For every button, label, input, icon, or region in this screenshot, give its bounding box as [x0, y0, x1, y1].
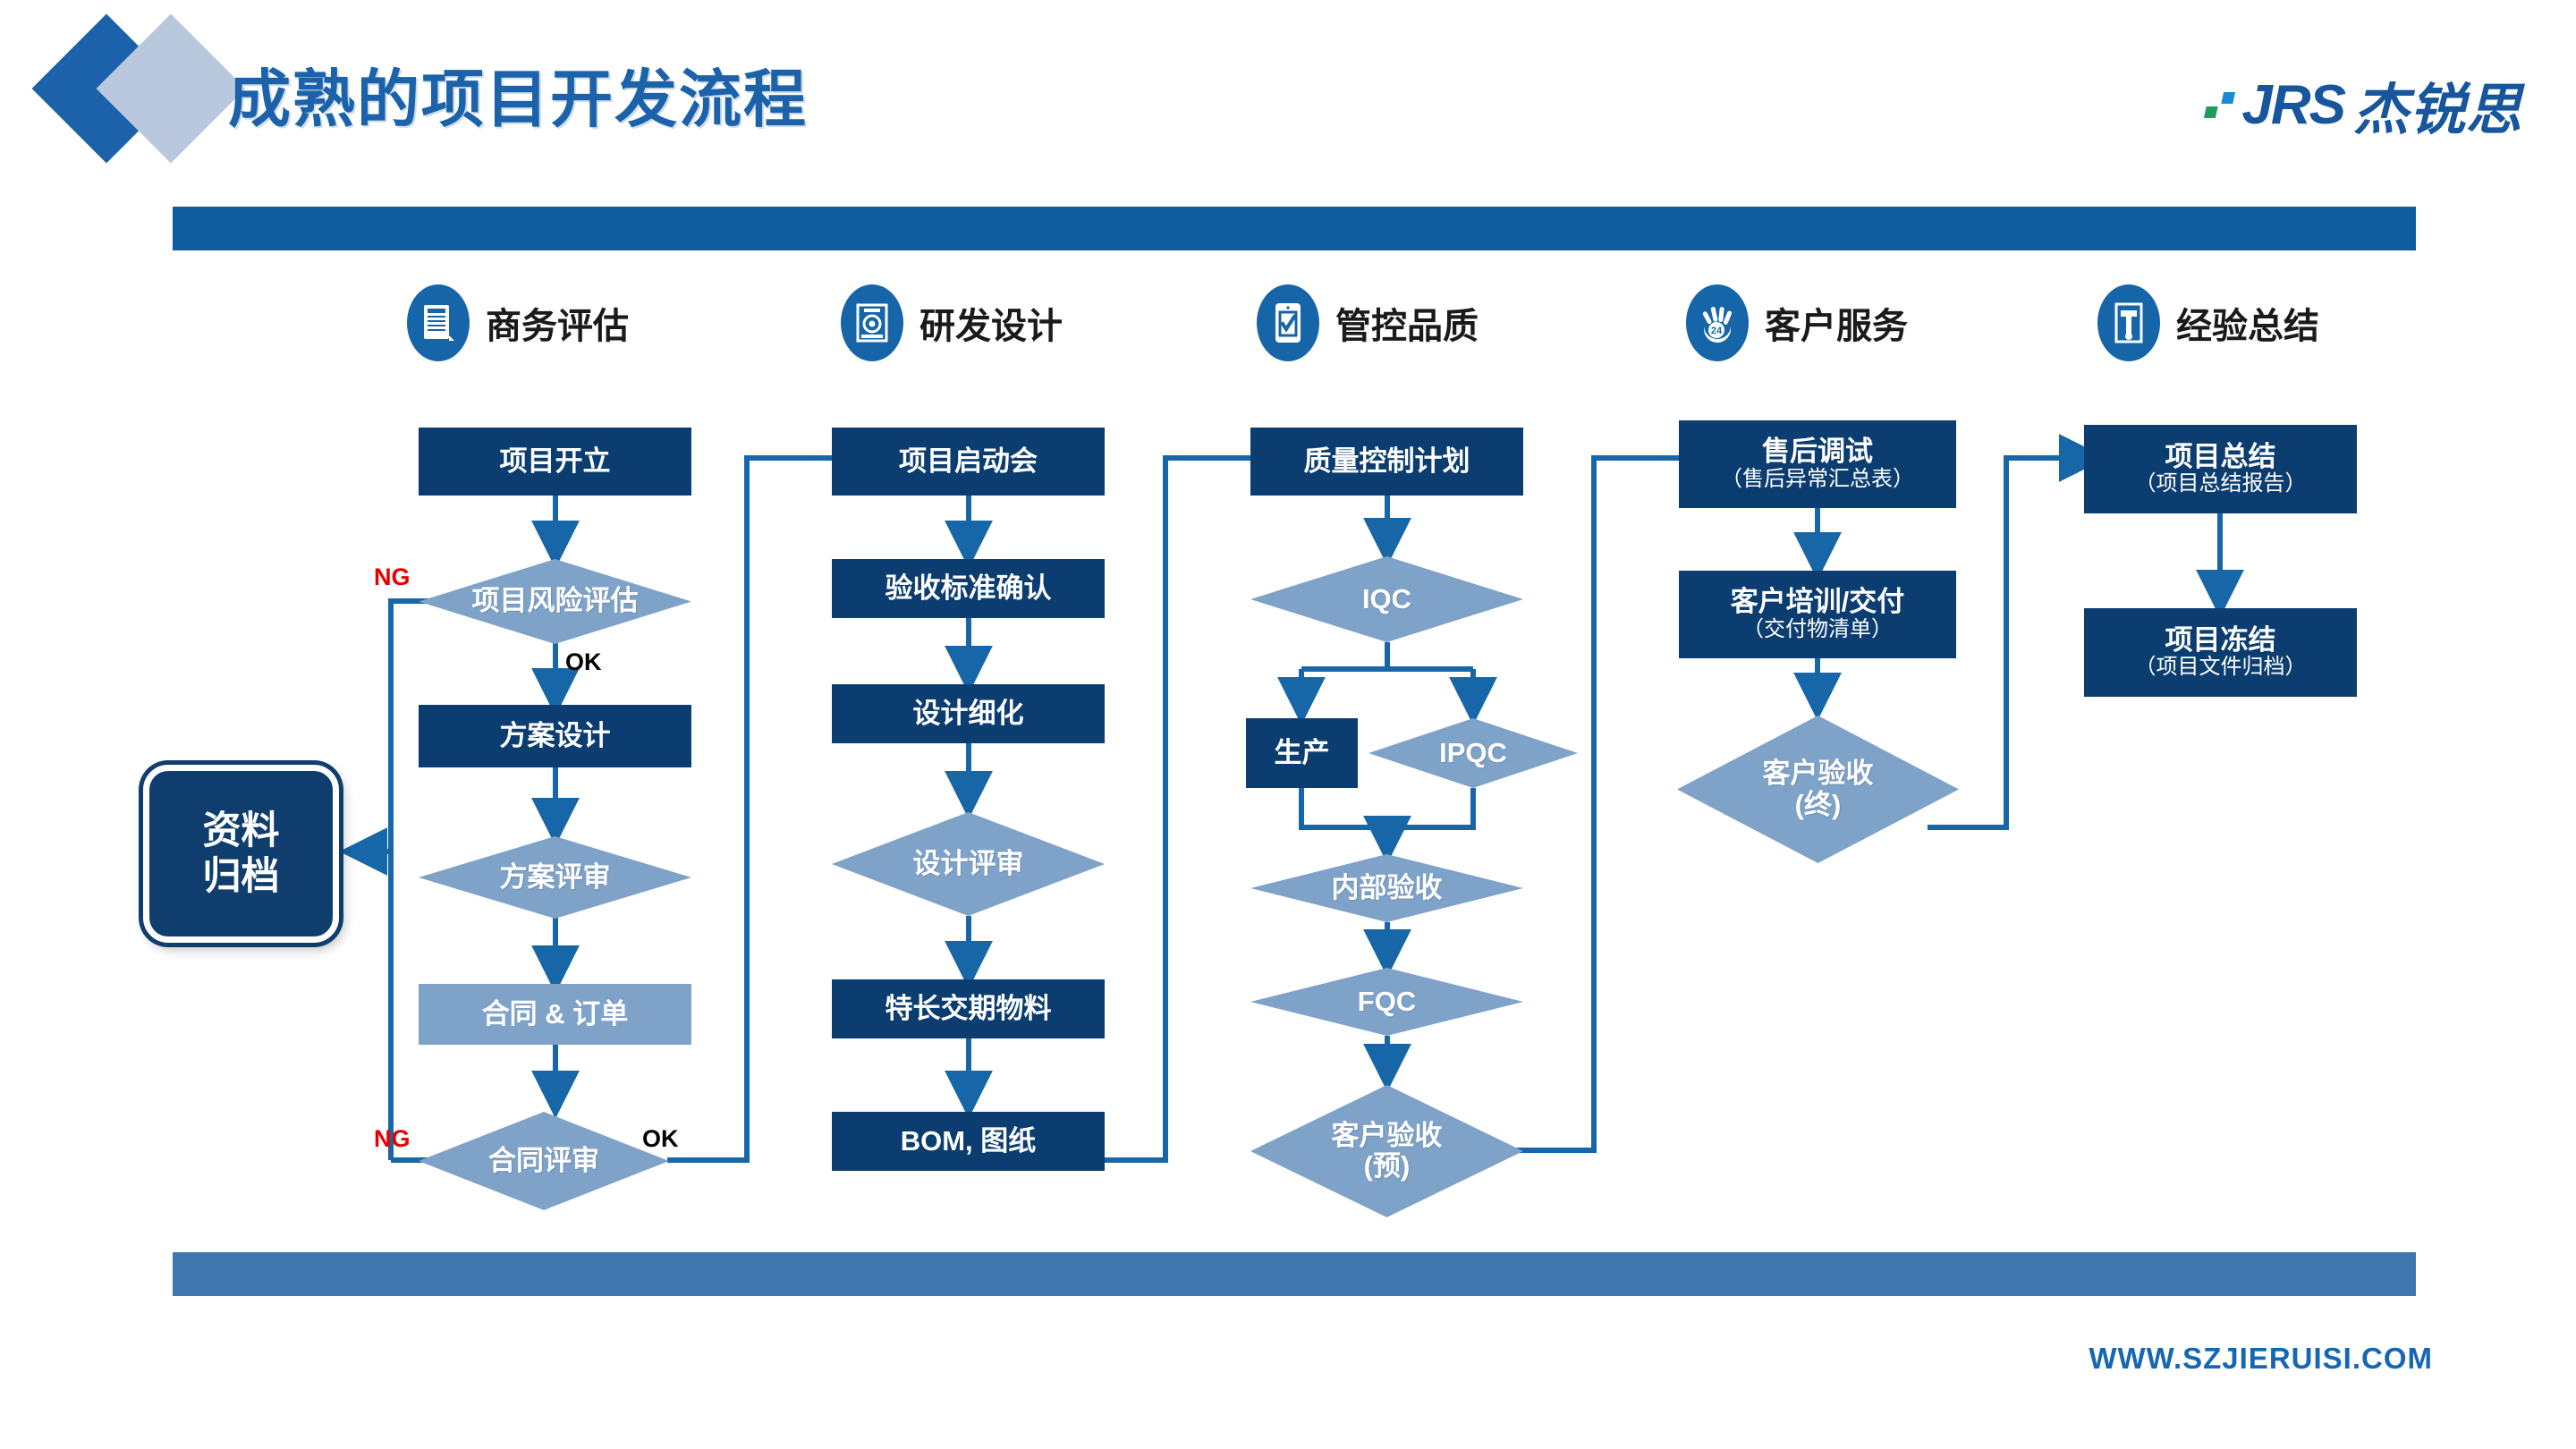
- node-sublabel: （售后异常汇总表）: [1721, 466, 1914, 491]
- node-internal-acceptance[interactable]: 内部验收: [1250, 854, 1523, 922]
- node-label: 项目冻结: [2165, 623, 2276, 656]
- footer-divider-bar: [173, 1252, 2416, 1296]
- document-list-icon: [407, 284, 470, 361]
- edge-label-risk-ng: NG: [374, 564, 411, 590]
- node-label: IQC: [1361, 582, 1412, 614]
- node-bom-drawing[interactable]: BOM, 图纸: [832, 1112, 1105, 1171]
- column-header-label: 经验总结: [2176, 307, 2319, 346]
- archive-line-2: 归档: [202, 854, 280, 898]
- column-header-summary: 经验总结: [2097, 284, 2319, 361]
- node-ipqc[interactable]: IPQC: [1368, 718, 1578, 788]
- node-label: 客户验收: [1762, 758, 1874, 790]
- column-header-business: 商务评估: [407, 284, 629, 361]
- drawing-gear-icon: [841, 284, 903, 361]
- node-label: 项目风险评估: [471, 585, 639, 617]
- brand-mark-text: JRS: [2241, 73, 2346, 136]
- node-quality-control-plan[interactable]: 质量控制计划: [1250, 428, 1523, 496]
- edge-label-risk-ok: OK: [565, 648, 602, 675]
- website-url: WWW.SZJIERUISI.COM: [2089, 1342, 2433, 1375]
- node-project-freeze[interactable]: 项目冻结 （项目文件归档）: [2084, 608, 2357, 697]
- checklist-icon: [1257, 284, 1319, 361]
- node-fqc[interactable]: FQC: [1250, 968, 1523, 1036]
- node-design-review[interactable]: 设计评审: [832, 812, 1105, 916]
- node-label: 项目总结: [2165, 440, 2276, 472]
- archive-line-1: 资料: [202, 809, 280, 852]
- header-divider-bar: [173, 207, 2416, 250]
- node-customer-acceptance-pre[interactable]: 客户验收 (预): [1250, 1085, 1523, 1217]
- node-label: 客户验收: [1331, 1119, 1443, 1151]
- column-header-label: 客户服务: [1765, 307, 1908, 346]
- column-header-label: 研发设计: [919, 307, 1063, 346]
- node-label: 设计评审: [912, 847, 1024, 879]
- node-label: 方案评审: [499, 860, 611, 893]
- node-label: 售后调试: [1762, 436, 1873, 468]
- node-project-open[interactable]: 项目开立: [419, 428, 691, 496]
- node-label: FQC: [1357, 985, 1417, 1017]
- node-customer-training-delivery[interactable]: 客户培训/交付 （交付物清单）: [1679, 571, 1956, 658]
- brand-logo: JRS 杰锐思: [2204, 64, 2522, 145]
- column-header-label: 商务评估: [486, 307, 629, 346]
- node-sublabel: （项目总结报告）: [2134, 471, 2307, 496]
- pixel-squares-icon: [2204, 91, 2236, 118]
- page-title: 成熟的项目开发流程: [228, 64, 808, 134]
- node-customer-acceptance-final[interactable]: 客户验收 (终): [1677, 716, 1959, 863]
- node-sublabel: (终): [1794, 788, 1842, 820]
- edge-label-contract-ng: NG: [374, 1125, 411, 1152]
- node-label: IPQC: [1439, 736, 1507, 768]
- logo-diamond-mark: [31, 13, 246, 197]
- column-header-quality: 管控品质: [1257, 284, 1479, 361]
- node-after-sales-debug[interactable]: 售后调试 （售后异常汇总表）: [1679, 420, 1956, 508]
- node-kickoff-meeting[interactable]: 项目启动会: [832, 428, 1105, 496]
- node-contract-order[interactable]: 合同 & 订单: [419, 984, 691, 1045]
- node-scheme-review[interactable]: 方案评审: [419, 836, 691, 919]
- node-project-summary[interactable]: 项目总结 （项目总结报告）: [2084, 425, 2357, 513]
- node-data-archive[interactable]: 资料 归档: [143, 765, 339, 943]
- node-sublabel: （项目文件归档）: [2134, 655, 2307, 680]
- node-production[interactable]: 生产: [1246, 718, 1358, 788]
- svg-text:24: 24: [1711, 326, 1723, 336]
- node-scheme-design[interactable]: 方案设计: [419, 705, 691, 767]
- edge-label-contract-ok: OK: [642, 1125, 679, 1152]
- brand-name-text: 杰锐思: [2352, 80, 2522, 141]
- node-iqc[interactable]: IQC: [1250, 556, 1523, 642]
- node-design-detail[interactable]: 设计细化: [832, 684, 1105, 743]
- node-sublabel: （交付物清单）: [1742, 616, 1893, 641]
- node-contract-review[interactable]: 合同评审: [419, 1112, 669, 1210]
- node-label: 内部验收: [1331, 871, 1443, 903]
- column-header-service: 24 客户服务: [1686, 284, 1908, 361]
- node-acceptance-standard[interactable]: 验收标准确认: [832, 559, 1105, 618]
- template-t-icon: [2097, 284, 2160, 361]
- node-label: 客户培训/交付: [1730, 586, 1905, 618]
- node-label: 合同评审: [488, 1144, 599, 1176]
- column-header-rnd: 研发设计: [841, 284, 1063, 361]
- node-risk-assessment[interactable]: 项目风险评估: [419, 559, 691, 644]
- support-24-icon: 24: [1686, 284, 1749, 361]
- column-header-label: 管控品质: [1335, 307, 1479, 346]
- node-sublabel: (预): [1363, 1150, 1411, 1182]
- node-long-leadtime-material[interactable]: 特长交期物料: [832, 979, 1105, 1038]
